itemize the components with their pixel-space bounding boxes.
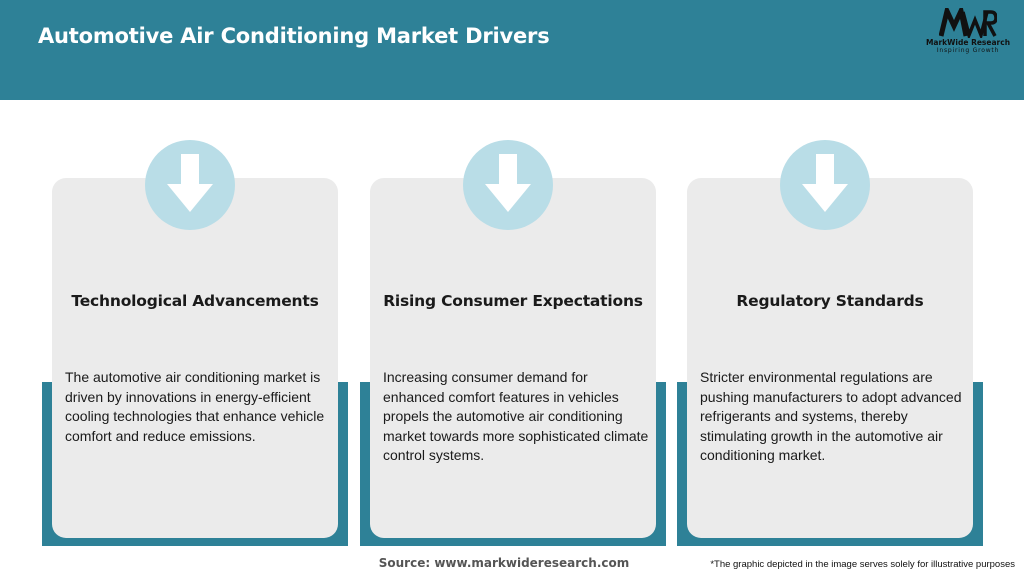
header-banner: Automotive Air Conditioning Market Drive…: [0, 0, 1024, 100]
logo-company-name: MarkWide Research: [925, 38, 1011, 47]
page-title: Automotive Air Conditioning Market Drive…: [38, 24, 550, 48]
card-title: Rising Consumer Expectations: [383, 292, 643, 310]
logo-tagline: Inspiring Growth: [936, 47, 1000, 54]
source-link[interactable]: Source: www.markwideresearch.com: [378, 556, 630, 570]
card-panel: Rising Consumer Expectations Increasing …: [370, 178, 656, 538]
down-arrow-icon: [167, 154, 213, 212]
icon-circle: [780, 140, 870, 230]
disclaimer-note: *The graphic depicted in the image serve…: [710, 559, 1015, 570]
down-arrow-icon: [485, 154, 531, 212]
icon-circle: [463, 140, 553, 230]
driver-card-technological: Technological Advancements The automotiv…: [42, 140, 348, 548]
driver-card-regulatory: Regulatory Standards Stricter environmen…: [677, 140, 983, 548]
down-arrow-icon: [802, 154, 848, 212]
icon-circle: [145, 140, 235, 230]
markwide-logo[interactable]: MarkWide Research Inspiring Growth: [922, 8, 1014, 60]
driver-card-consumer: Rising Consumer Expectations Increasing …: [360, 140, 666, 548]
card-panel: Regulatory Standards Stricter environmen…: [687, 178, 973, 538]
card-title: Regulatory Standards: [736, 292, 924, 310]
card-title: Technological Advancements: [71, 292, 319, 310]
card-panel: Technological Advancements The automotiv…: [52, 178, 338, 538]
card-description: Stricter environmental regulations are p…: [700, 369, 962, 463]
card-description: Increasing consumer demand for enhanced …: [383, 369, 649, 463]
card-description: The automotive air conditioning market i…: [65, 369, 325, 444]
mwr-logo-mark-icon: [939, 8, 997, 38]
